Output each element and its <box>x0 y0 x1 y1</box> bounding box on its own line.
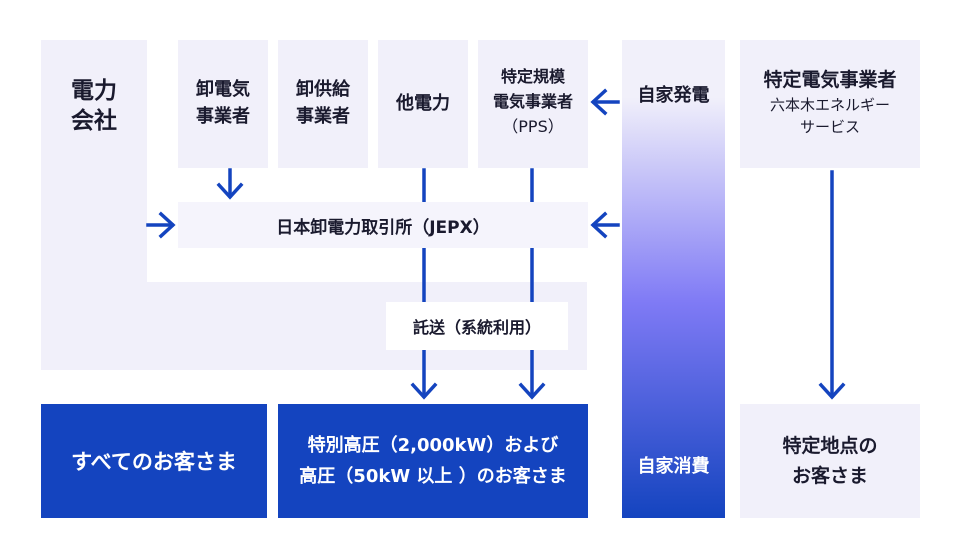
all-customers-label: すべてのお客さま <box>71 450 237 474</box>
wholesale-line1: 卸電気 <box>196 79 250 100</box>
electric-company-line1: 電力 <box>71 78 117 104</box>
wholesale-box: 卸電気 事業者 <box>178 40 268 168</box>
jepx-label-overlay: 日本卸電力取引所（JEPX） <box>276 217 490 238</box>
high-voltage-line1: 特別高圧（2,000kW）および <box>307 435 559 456</box>
other-power-label: 他電力 <box>396 93 450 114</box>
high-voltage-line2: 高圧（50kW 以上 ）のお客さま <box>299 466 567 487</box>
jepx-bar-overlay: 日本卸電力取引所（JEPX） <box>178 202 588 248</box>
specified-customers-box: 特定地点の お客さま <box>740 404 920 518</box>
specified-utility-sub2: サービス <box>799 118 860 136</box>
self-generation-column <box>622 40 725 518</box>
arrow-wholesale-to-jepx <box>216 168 244 200</box>
electric-company-label: 電力 会社 <box>41 76 147 136</box>
pps-line2: 電気事業者 <box>492 92 573 111</box>
arrow-selfgen-to-jepx <box>590 211 620 239</box>
pps-box: 特定規模 電気事業者 （PPS） <box>478 40 588 168</box>
transmission-box-overlay: 託送（系統利用） <box>386 302 568 350</box>
specified-utility-title: 特定電気事業者 <box>763 69 897 91</box>
electric-company-line2: 会社 <box>71 108 117 134</box>
specified-customers-line1: 特定地点の <box>782 435 878 457</box>
pps-line1: 特定規模 <box>500 67 565 86</box>
self-generation-text: 自家発電 <box>637 85 710 106</box>
supply-box: 卸供給 事業者 <box>278 40 368 168</box>
all-customers-box: すべてのお客さま <box>41 404 267 518</box>
transmission-label-overlay: 託送（系統利用） <box>412 318 541 337</box>
other-power-box: 他電力 <box>378 40 468 168</box>
arrow-company-to-jepx <box>146 211 176 239</box>
specified-customers-line2: お客さま <box>791 465 868 487</box>
wholesale-line2: 事業者 <box>196 106 250 127</box>
supply-line2: 事業者 <box>296 106 350 127</box>
high-voltage-customers-box: 特別高圧（2,000kW）および 高圧（50kW 以上 ）のお客さま <box>278 404 588 518</box>
specified-utility-box: 特定電気事業者 六本木エネルギー サービス <box>740 40 920 168</box>
self-generation-label: 自家発電 <box>622 84 725 108</box>
arrow-selfgen-to-pps <box>590 88 620 116</box>
self-consumption-label: 自家消費 <box>622 455 725 479</box>
self-consumption-text: 自家消費 <box>637 456 710 477</box>
supply-line1: 卸供給 <box>296 79 350 100</box>
specified-utility-sub1: 六本木エネルギー <box>769 96 890 114</box>
arrow-specified-to-customers <box>818 170 846 400</box>
pps-line3: （PPS） <box>502 117 564 136</box>
